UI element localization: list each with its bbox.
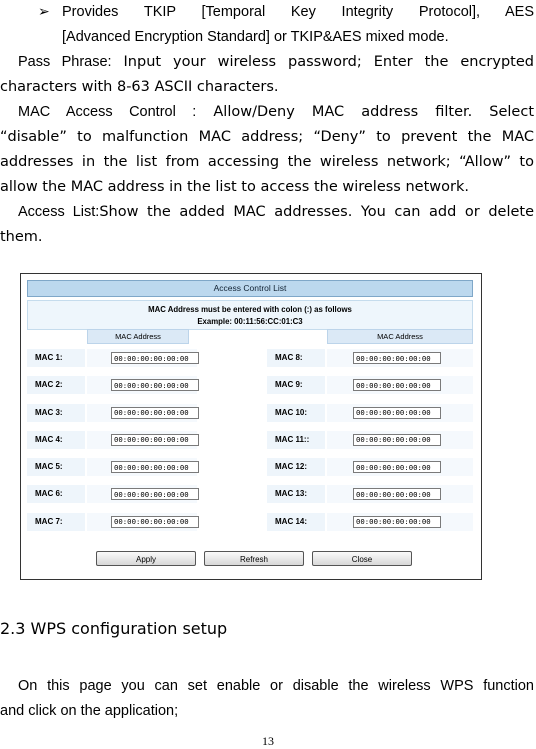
bullet-line-2: [Advanced Encryption Standard] or TKIP&A… [62, 29, 449, 45]
mac-address-input[interactable] [353, 379, 441, 392]
section-heading: 2.3 WPS configuration setup [0, 619, 228, 638]
mac-label: MAC 7: [27, 512, 85, 531]
wps-paragraph: On this page you can set enable or disab… [0, 674, 534, 724]
acl-note-line-2: Example: 00:11:56:CC:01:C3 [197, 317, 303, 326]
close-button[interactable]: Close [312, 551, 412, 566]
mac-row: MAC 6: MAC 13: [27, 481, 473, 508]
mac-row: MAC 3: MAC 10: [27, 400, 473, 427]
apply-button[interactable]: Apply [96, 551, 196, 566]
mac-row: MAC 1: MAC 8: [27, 345, 473, 372]
mac-address-input[interactable] [353, 433, 441, 446]
mac-input-cell [327, 458, 473, 477]
mac-control-line-3: addresses in the list from accessing the… [0, 154, 534, 170]
access-list-line-2: them. [0, 229, 43, 245]
acl-note-line-1: MAC Address must be entered with colon (… [148, 305, 352, 314]
mac-label: MAC 9: [267, 376, 325, 395]
pass-phrase-line-1: Input your wireless password; Enter the … [111, 54, 534, 70]
mac-label: MAC 13: [267, 485, 325, 504]
mac-label: MAC 4: [27, 430, 85, 449]
mac-input-cell [327, 376, 473, 395]
arrow-bullet-icon: ➢ [38, 4, 50, 20]
mac-label: MAC 8: [267, 349, 325, 367]
mac-label: MAC 12: [267, 458, 325, 477]
mac-label: MAC 14: [267, 512, 325, 531]
mac-row: MAC 4: MAC 11:: [27, 427, 473, 454]
mac-input-cell [327, 430, 473, 449]
mac-label: MAC 10: [267, 403, 325, 422]
mac-address-input[interactable] [111, 488, 199, 501]
mac-label: MAC 5: [27, 458, 85, 477]
mac-control-line-1: Allow/Deny MAC address filter. Select [196, 104, 535, 120]
mac-label: MAC 3: [27, 403, 85, 422]
mac-address-input[interactable] [111, 433, 199, 446]
mac-row: MAC 2: MAC 9: [27, 372, 473, 399]
mac-control-line-4: allow the MAC address in the list to acc… [0, 179, 469, 195]
mac-input-cell [87, 512, 199, 531]
right-mac-column-header: MAC Address [327, 329, 473, 344]
pass-phrase-label: Pass Phrase: [18, 54, 112, 70]
page-number: 13 [262, 734, 274, 748]
mac-input-cell [87, 403, 199, 422]
pass-phrase-paragraph: Pass Phrase: Input your wireless passwor… [0, 50, 534, 100]
refresh-button[interactable]: Refresh [204, 551, 304, 566]
mac-address-input[interactable] [353, 461, 441, 474]
acl-title: Access Control List [27, 280, 473, 297]
access-list-line-1: Show the added MAC addresses. You can ad… [99, 204, 534, 220]
mac-address-input[interactable] [111, 406, 199, 419]
access-control-list-panel: Access Control List MAC Address must be … [20, 273, 482, 580]
mac-access-control-label: MAC Access Control : [18, 104, 197, 120]
mac-input-cell [87, 458, 199, 477]
mac-address-input[interactable] [111, 515, 199, 528]
mac-input-cell [327, 485, 473, 504]
mac-address-input[interactable] [353, 406, 441, 419]
mac-input-cell [327, 512, 473, 531]
mac-address-input[interactable] [111, 379, 199, 392]
access-list-label: Access List: [18, 204, 100, 220]
mac-input-cell [87, 430, 199, 449]
mac-address-input[interactable] [111, 461, 199, 474]
mac-control-line-2: “disable” to malfunction MAC address; “D… [0, 129, 534, 145]
mac-input-cell [87, 376, 199, 395]
acl-note: MAC Address must be entered with colon (… [27, 300, 473, 330]
mac-input-cell [87, 485, 199, 504]
mac-input-cell [87, 349, 199, 367]
mac-input-cell [327, 349, 473, 367]
encryption-bullet: ➢ Provides TKIP [Temporal Key Integrity … [0, 0, 536, 50]
mac-address-input[interactable] [353, 488, 441, 501]
bullet-line-1: Provides TKIP [Temporal Key Integrity Pr… [62, 4, 534, 20]
mac-address-input[interactable] [353, 515, 441, 528]
mac-label: MAC 11:: [267, 430, 325, 449]
mac-label: MAC 6: [27, 485, 85, 504]
wps-line-2: and click on the application; [0, 703, 179, 719]
mac-address-input[interactable] [353, 352, 441, 364]
mac-access-control-paragraph: MAC Access Control : Allow/Deny MAC addr… [0, 100, 534, 200]
access-list-paragraph: Access List:Show the added MAC addresses… [0, 200, 534, 250]
left-mac-column-header: MAC Address [87, 329, 189, 344]
mac-input-cell [327, 403, 473, 422]
pass-phrase-line-2: characters with 8-63 ASCII characters. [0, 79, 279, 95]
mac-row: MAC 7: MAC 14: [27, 509, 473, 536]
mac-address-input[interactable] [111, 352, 199, 364]
mac-row: MAC 5: MAC 12: [27, 454, 473, 481]
wps-line-1: On this page you can set enable or disab… [18, 678, 534, 694]
mac-label: MAC 1: [27, 349, 85, 367]
mac-label: MAC 2: [27, 376, 85, 395]
